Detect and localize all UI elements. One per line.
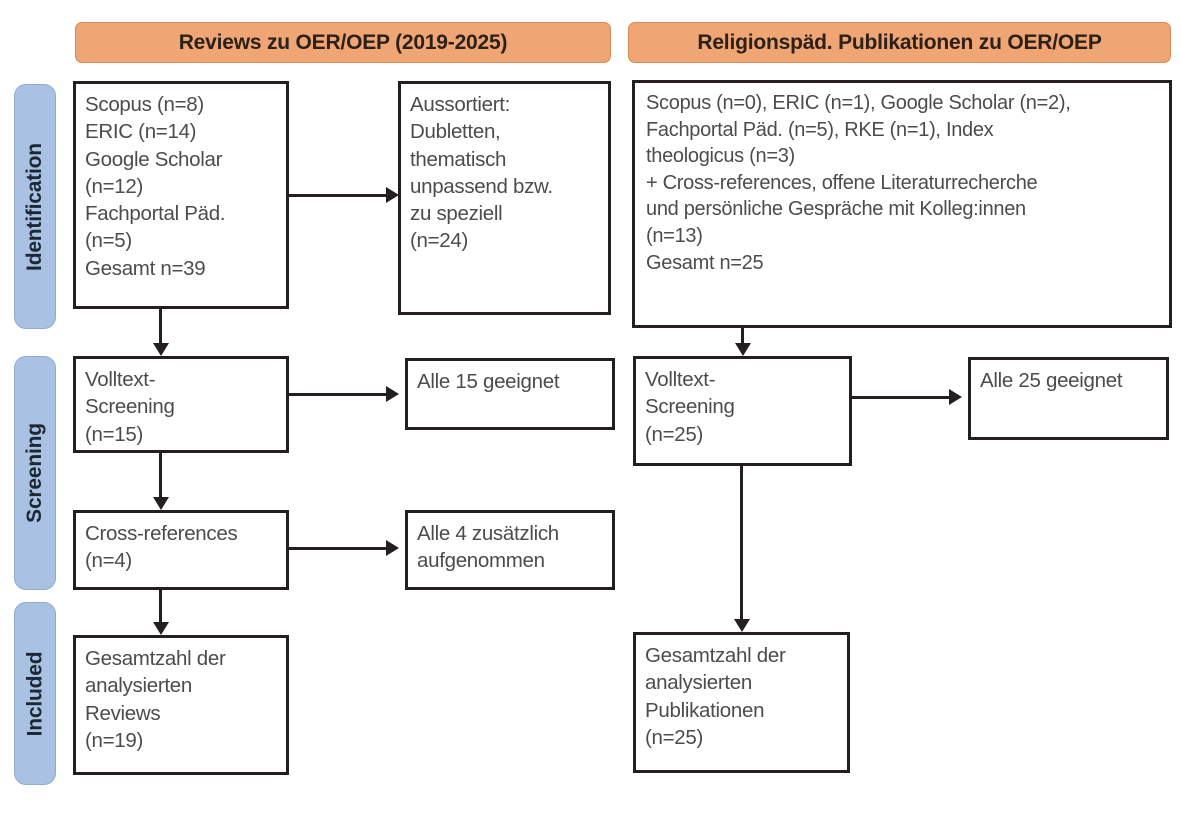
connector-right-fulltext-to-result (852, 396, 949, 399)
left-excluded-line-4: unpassend bzw. (410, 174, 553, 198)
left-crossref-box: Cross-references (n=4) (73, 510, 289, 590)
left-fulltext-result-box: Alle 15 geeignet (405, 358, 615, 430)
right-included-line-3: Publikationen (645, 698, 765, 722)
right-fulltext-line-3: (n=25) (645, 422, 704, 446)
right-identification-line-5: und persönliche Gespräche mit Kolleg:inn… (646, 198, 1026, 221)
left-included-line-2: analysierten (85, 674, 192, 698)
left-identification-line-2: ERIC (n=14) (85, 120, 197, 144)
left-crossref-result-line-2: aufgenommen (417, 549, 545, 573)
arrowhead-right-fulltext-to-result (949, 389, 962, 405)
left-identification-line-1: Scopus (n=8) (85, 93, 204, 116)
right-identification-box: Scopus (n=0), ERIC (n=1), Google Scholar… (632, 80, 1172, 328)
left-crossref-result-line-1: Alle 4 zusätzlich (417, 522, 559, 545)
left-fulltext-line-1: Volltext- (85, 368, 156, 391)
stage-label-identification-text: Identification (23, 142, 46, 271)
left-identification-line-6: (n=5) (85, 229, 132, 253)
left-column-header: Reviews zu OER/OEP (2019-2025) (75, 22, 611, 63)
right-identification-line-2: Fachportal Päd. (n=5), RKE (n=1), Index (646, 118, 994, 141)
connector-left-crossref-to-result (289, 547, 386, 550)
right-identification-line-6: (n=13) (646, 224, 703, 247)
left-identification-line-4: (n=12) (85, 174, 144, 198)
connector-left-fulltext-to-crossref (159, 453, 162, 497)
right-column-header-label: Religionspäd. Publikationen zu OER/OEP (697, 30, 1102, 54)
connector-left-identification-to-excluded (289, 194, 386, 197)
connector-left-crossref-to-included (159, 590, 162, 622)
arrowhead-left-fulltext-to-result (386, 386, 399, 402)
arrowhead-left-crossref-to-included (153, 622, 169, 635)
arrowhead-left-crossref-to-result (386, 540, 399, 556)
left-included-line-1: Gesamtzahl der (85, 647, 226, 670)
arrowhead-right-fulltext-to-included (734, 619, 750, 632)
right-identification-line-1: Scopus (n=0), ERIC (n=1), Google Scholar… (646, 92, 1071, 114)
left-excluded-line-1: Aussortiert: (410, 93, 511, 116)
right-fulltext-box: Volltext- Screening (n=25) (633, 356, 852, 466)
left-excluded-line-6: (n=24) (410, 229, 469, 253)
left-fulltext-line-2: Screening (85, 395, 175, 419)
stage-label-included-text: Included (23, 651, 46, 736)
left-included-line-3: Reviews (85, 701, 161, 725)
left-fulltext-result-line-1: Alle 15 geeignet (417, 370, 560, 393)
right-included-line-1: Gesamtzahl der (645, 644, 786, 667)
arrowhead-left-fulltext-to-crossref (153, 497, 169, 510)
left-crossref-line-1: Cross-references (85, 522, 238, 545)
connector-right-fulltext-to-included (740, 466, 743, 619)
right-fulltext-result-box: Alle 25 geeignet (968, 357, 1169, 440)
left-included-line-4: (n=19) (85, 728, 144, 752)
connector-left-fulltext-to-result (289, 393, 386, 396)
right-fulltext-line-2: Screening (645, 395, 735, 419)
left-identification-line-7: Gesamt n=39 (85, 256, 206, 280)
stage-label-screening-text: Screening (23, 423, 47, 523)
right-included-box: Gesamtzahl der analysierten Publikatione… (633, 632, 850, 773)
left-crossref-line-2: (n=4) (85, 549, 132, 573)
left-excluded-line-2: Dubletten, (410, 120, 501, 144)
stage-label-screening: Screening (14, 356, 56, 590)
right-column-header: Religionspäd. Publikationen zu OER/OEP (628, 22, 1171, 63)
left-fulltext-line-3: (n=15) (85, 422, 144, 446)
left-fulltext-box: Volltext- Screening (n=15) (73, 356, 289, 453)
stage-label-included: Included (14, 602, 56, 785)
left-identification-box: Scopus (n=8) ERIC (n=14) Google Scholar … (73, 81, 289, 309)
right-identification-line-4: + Cross-references, offene Literaturrech… (646, 171, 1038, 194)
left-excluded-box: Aussortiert: Dubletten, thematisch unpas… (398, 81, 611, 315)
right-fulltext-line-1: Volltext- (645, 368, 716, 391)
left-excluded-line-5: zu speziell (410, 202, 503, 225)
right-included-line-2: analysierten (645, 671, 752, 695)
left-crossref-result-box: Alle 4 zusätzlich aufgenommen (405, 510, 615, 590)
right-identification-line-3: theologicus (n=3) (646, 145, 795, 168)
arrowhead-right-identification-to-fulltext (735, 343, 751, 356)
arrowhead-left-identification-to-fulltext (153, 343, 169, 356)
right-identification-line-7: Gesamt n=25 (646, 251, 764, 274)
connector-left-identification-to-fulltext (159, 309, 162, 343)
right-included-line-4: (n=25) (645, 725, 704, 749)
left-identification-line-3: Google Scholar (85, 147, 223, 171)
connector-right-identification-to-fulltext (741, 328, 744, 343)
right-fulltext-result-line-1: Alle 25 geeignet (980, 369, 1123, 392)
stage-label-identification: Identification (14, 84, 56, 329)
left-excluded-line-3: thematisch (410, 147, 507, 171)
arrowhead-left-identification-to-excluded (386, 187, 399, 203)
left-column-header-label: Reviews zu OER/OEP (2019-2025) (178, 30, 508, 54)
left-included-box: Gesamtzahl der analysierten Reviews (n=1… (73, 635, 289, 775)
left-identification-line-5: Fachportal Päd. (85, 202, 226, 225)
